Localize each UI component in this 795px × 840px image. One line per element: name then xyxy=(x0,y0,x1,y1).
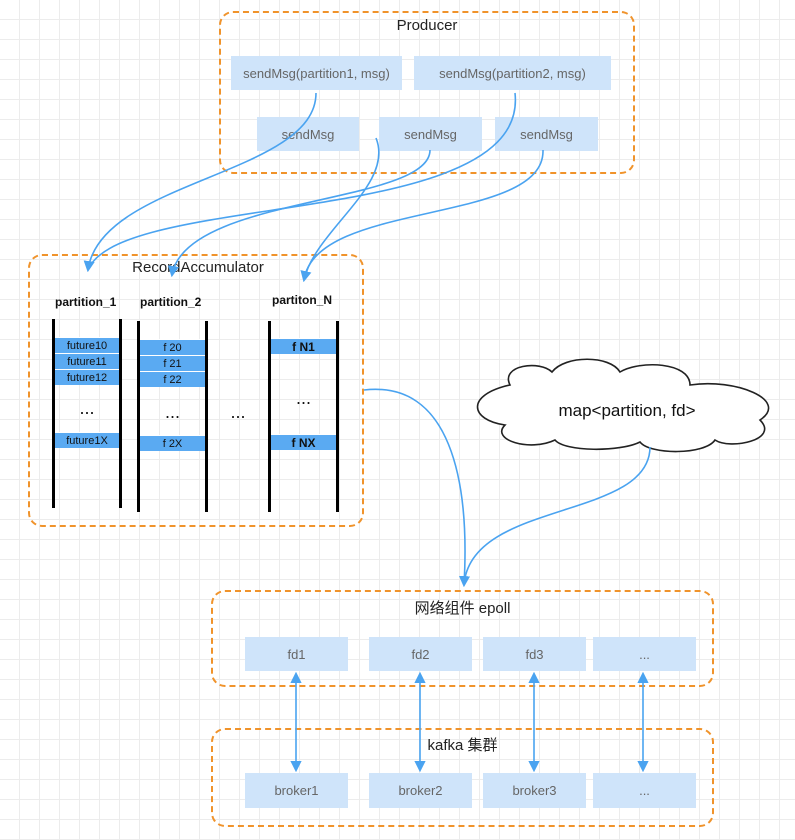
producer-group xyxy=(219,11,635,174)
partition-1-slot: future11 xyxy=(55,353,119,369)
record-accumulator-group xyxy=(28,254,364,527)
flow-arrow xyxy=(300,137,380,283)
network-epoll-title: 网络组件 epoll xyxy=(414,600,511,617)
partition-2-last-slot: f 2X xyxy=(140,435,205,451)
partition-1-title: partition_1 xyxy=(55,295,117,309)
partition-1-slot: future12 xyxy=(55,369,119,385)
partition-1-last-slot: future1X xyxy=(55,432,119,448)
partition-1-ellipsis: ... xyxy=(79,398,95,418)
partition-n-slot: f N1 xyxy=(271,338,336,354)
partition-2-ellipsis: ... xyxy=(164,402,180,422)
network-epoll-group xyxy=(211,590,714,687)
fd-box-more: ... xyxy=(593,637,696,671)
fd-box: fd3 xyxy=(483,637,586,671)
send-msg-partition2-box: sendMsg(partition2, msg) xyxy=(414,56,611,90)
partition-2-slot: f 22 xyxy=(140,371,205,387)
flow-arrow xyxy=(303,149,544,281)
partition-1-slot: future10 xyxy=(55,337,119,353)
kafka-cluster-group xyxy=(211,728,714,827)
send-msg-partition1-box: sendMsg(partition1, msg) xyxy=(231,56,402,90)
flow-arrow xyxy=(463,446,651,586)
partition-2-title: partition_2 xyxy=(140,295,202,309)
cloud-shape: map<partition, fd> xyxy=(476,358,770,453)
broker-box: broker2 xyxy=(369,773,472,808)
send-msg-box-3: sendMsg xyxy=(495,117,598,151)
flow-arrow xyxy=(363,388,471,588)
between-partitions-ellipsis: ... xyxy=(230,402,246,422)
fd-box: fd2 xyxy=(369,637,472,671)
partition-n-title: partiton_N xyxy=(272,293,332,307)
partition-2-right-rail xyxy=(205,321,208,512)
partition-2-slot: f 21 xyxy=(140,355,205,371)
partition-1-left-rail xyxy=(52,319,55,508)
kafka-cluster-title: kafka 集群 xyxy=(427,737,498,754)
partition-n-right-rail xyxy=(336,321,339,512)
send-msg-box-1: sendMsg xyxy=(257,117,359,151)
flow-arrow xyxy=(83,92,317,273)
partition-1-right-rail xyxy=(119,319,122,508)
send-msg-box-2: sendMsg xyxy=(379,117,482,151)
producer-title: Producer xyxy=(396,17,458,34)
partition-2-slot: f 20 xyxy=(140,339,205,355)
broker-box: broker1 xyxy=(245,773,348,808)
partition-2-left-rail xyxy=(137,321,140,512)
partition-n-left-rail xyxy=(268,321,271,512)
partition-n-last-slot: f NX xyxy=(271,434,336,450)
fd-box: fd1 xyxy=(245,637,348,671)
broker-box-more: ... xyxy=(593,773,696,808)
record-accumulator-title: RecordAccumulator xyxy=(132,259,264,276)
partition-n-ellipsis: ... xyxy=(295,388,311,408)
cloud-label: map<partition, fd> xyxy=(558,401,695,420)
broker-box: broker3 xyxy=(483,773,586,808)
flow-arrow xyxy=(167,149,431,278)
flow-arrow xyxy=(87,92,516,271)
